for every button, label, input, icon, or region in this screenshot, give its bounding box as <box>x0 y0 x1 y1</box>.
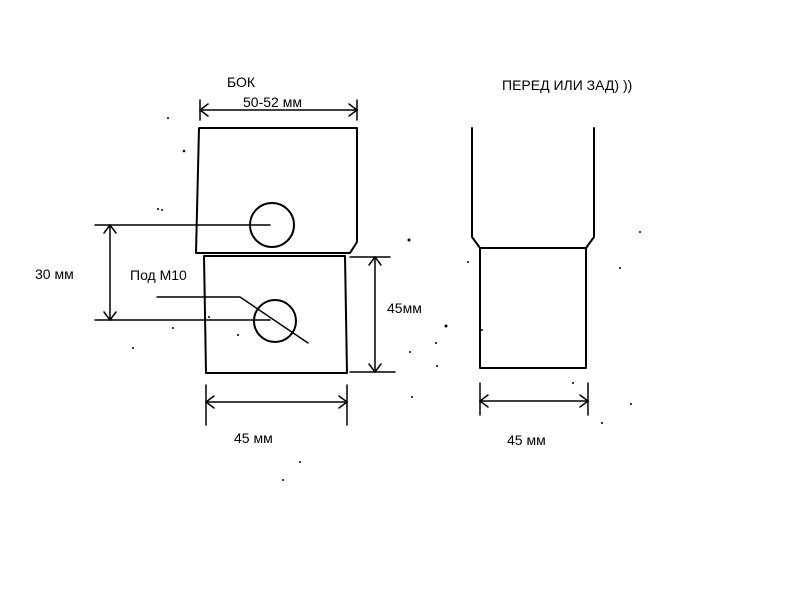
top-width-label: 50-52 мм <box>243 94 302 110</box>
front-lower-outline <box>479 247 587 369</box>
hole-note-label: Под М10 <box>130 267 187 283</box>
background-specks <box>132 117 641 481</box>
front-upper-outline <box>471 127 595 249</box>
lower-hole <box>253 299 297 343</box>
lower-width-dimension: 45 мм <box>204 384 349 446</box>
lower-width-label: 45 мм <box>234 430 273 446</box>
side-view: БОК 50-52 мм 30 мм Под М10 <box>35 74 422 446</box>
front-width-dimension: 45 мм <box>478 382 590 448</box>
upper-plate-outline <box>195 127 358 254</box>
lower-plate-outline <box>203 255 348 374</box>
front-width-label: 45 мм <box>507 432 546 448</box>
lower-height-label: 45мм <box>387 300 422 316</box>
hole-spacing-dimension: 30 мм <box>35 223 271 322</box>
lower-height-dimension: 45мм <box>349 255 422 374</box>
side-view-title: БОК <box>227 74 256 90</box>
front-view-title: ПЕРЕД ИЛИ ЗАД) )) <box>502 77 632 93</box>
front-view: ПЕРЕД ИЛИ ЗАД) )) 45 мм <box>471 77 632 448</box>
top-width-dimension: 50-52 мм <box>198 94 359 121</box>
hole-spacing-label: 30 мм <box>35 266 74 282</box>
hole-note-leader: Под М10 <box>130 267 309 344</box>
